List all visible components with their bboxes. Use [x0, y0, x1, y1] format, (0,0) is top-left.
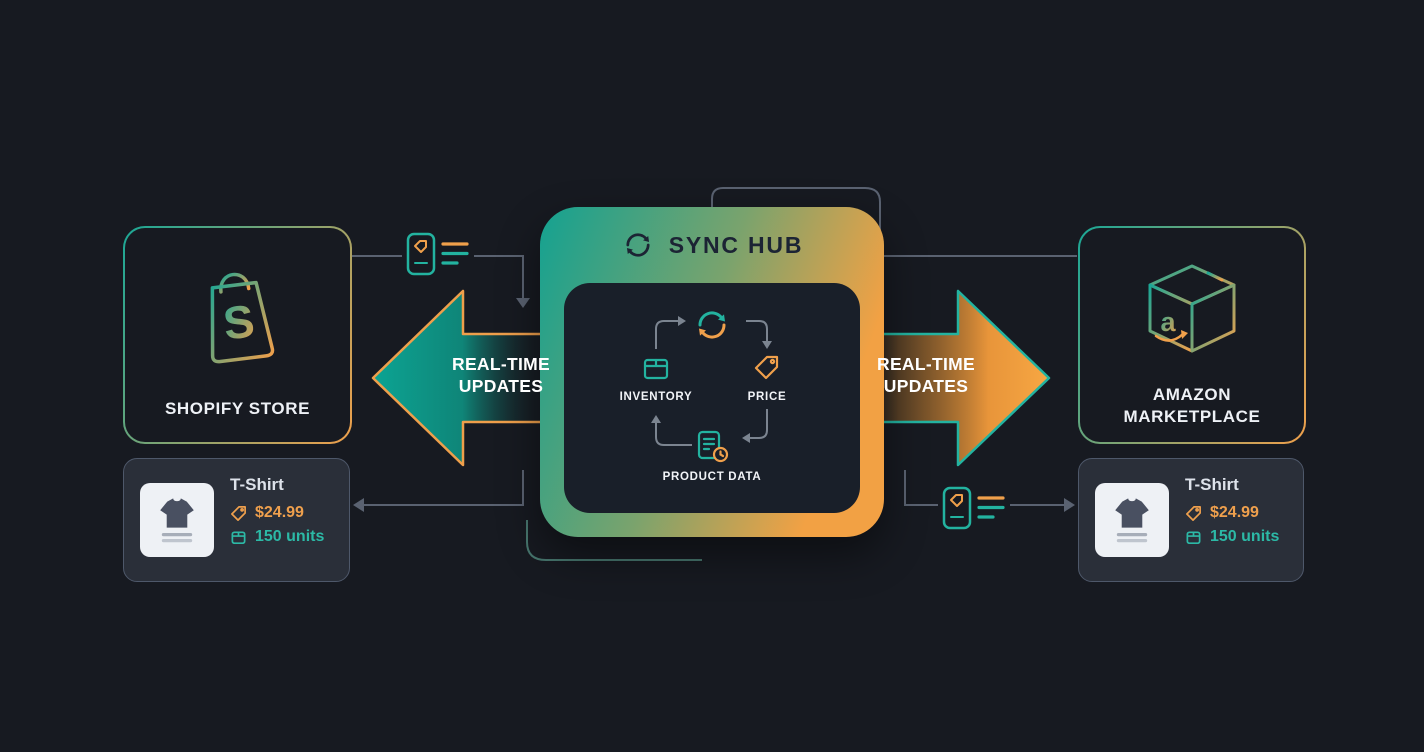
sync-note-icon-top	[402, 229, 474, 279]
amazon-box-icon: a	[1080, 254, 1304, 360]
sync-hub: SYNC HUB	[540, 207, 884, 537]
sync-icon	[626, 233, 650, 257]
shopify-bag-icon: S	[125, 254, 350, 366]
amazon-marketplace-box: a AMAZON MARKETPLACE	[1078, 226, 1306, 444]
amazon-monogram: a	[1160, 307, 1176, 337]
inventory-box-icon	[643, 358, 669, 380]
units-box-icon	[1186, 530, 1201, 544]
price-tag-icon	[231, 505, 246, 521]
data-flow-arrows	[651, 316, 772, 446]
price-tag-icon	[754, 355, 779, 380]
product-name: T-Shirt	[1185, 475, 1239, 494]
product-units: 150 units	[255, 528, 325, 545]
price-label: PRICE	[747, 391, 787, 403]
sync-cycle-icon	[698, 311, 726, 339]
sync-note-icon-bottom	[938, 483, 1010, 533]
product-price: $24.99	[255, 504, 304, 521]
product-image-tile	[140, 483, 214, 557]
tshirt-icon	[1115, 498, 1149, 543]
node-inventory: INVENTORY	[616, 353, 696, 403]
shopify-store-box: S SHOPIFY STORE	[123, 226, 352, 444]
product-units: 150 units	[1210, 528, 1280, 545]
product-name: T-Shirt	[230, 475, 284, 494]
amazon-product-card: T-Shirt $24.99 150 units	[1078, 458, 1304, 582]
node-price: PRICE	[732, 353, 802, 403]
left-arrow-label: REAL-TIME UPDATES	[452, 354, 550, 396]
node-product-data: PRODUCT DATA	[660, 429, 764, 483]
product-data-icon	[697, 430, 729, 463]
price-tag-icon	[1186, 505, 1201, 521]
shopify-product-card: T-Shirt $24.99 150 units	[123, 458, 350, 582]
inventory-label: INVENTORY	[619, 391, 693, 403]
right-arrow-label: REAL-TIME UPDATES	[877, 354, 975, 396]
sync-hub-title: SYNC HUB	[668, 231, 804, 258]
units-box-icon	[231, 530, 246, 544]
sync-hub-panel: INVENTORY PRICE	[564, 283, 860, 513]
shopify-store-label: SHOPIFY STORE	[164, 399, 311, 418]
shopify-monogram: S	[220, 294, 257, 349]
product-data-label: PRODUCT DATA	[662, 471, 762, 483]
tshirt-icon	[160, 498, 194, 543]
product-image-tile	[1095, 483, 1169, 557]
sync-hub-header: SYNC HUB	[540, 207, 884, 283]
amazon-marketplace-label: AMAZON MARKETPLACE	[1123, 385, 1261, 426]
product-price: $24.99	[1210, 504, 1259, 521]
